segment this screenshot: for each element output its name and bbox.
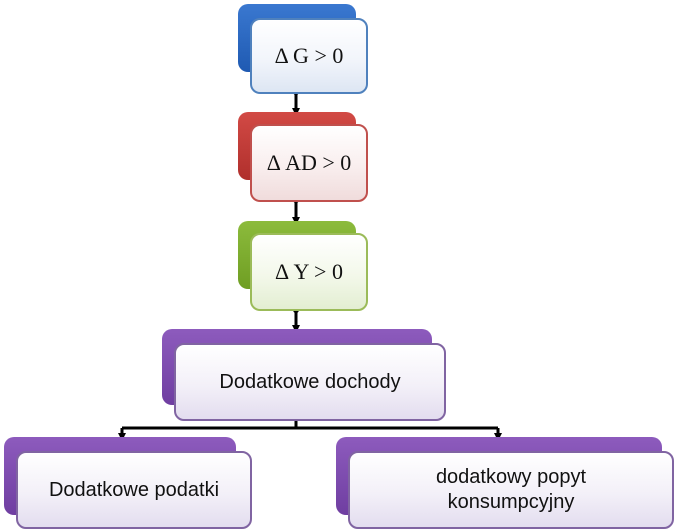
node-dodatkowe-dochody-label: Dodatkowe dochody [174,343,446,421]
node-delta-g-label: Δ G > 0 [250,18,368,94]
node-dodatkowe-podatki-label: Dodatkowe podatki [16,451,252,529]
node-delta-y-label: Δ Y > 0 [250,233,368,311]
node-delta-ad-label: Δ AD > 0 [250,124,368,202]
node-dodatkowy-popyt-label: dodatkowy popyt konsumpcyjny [348,451,674,529]
